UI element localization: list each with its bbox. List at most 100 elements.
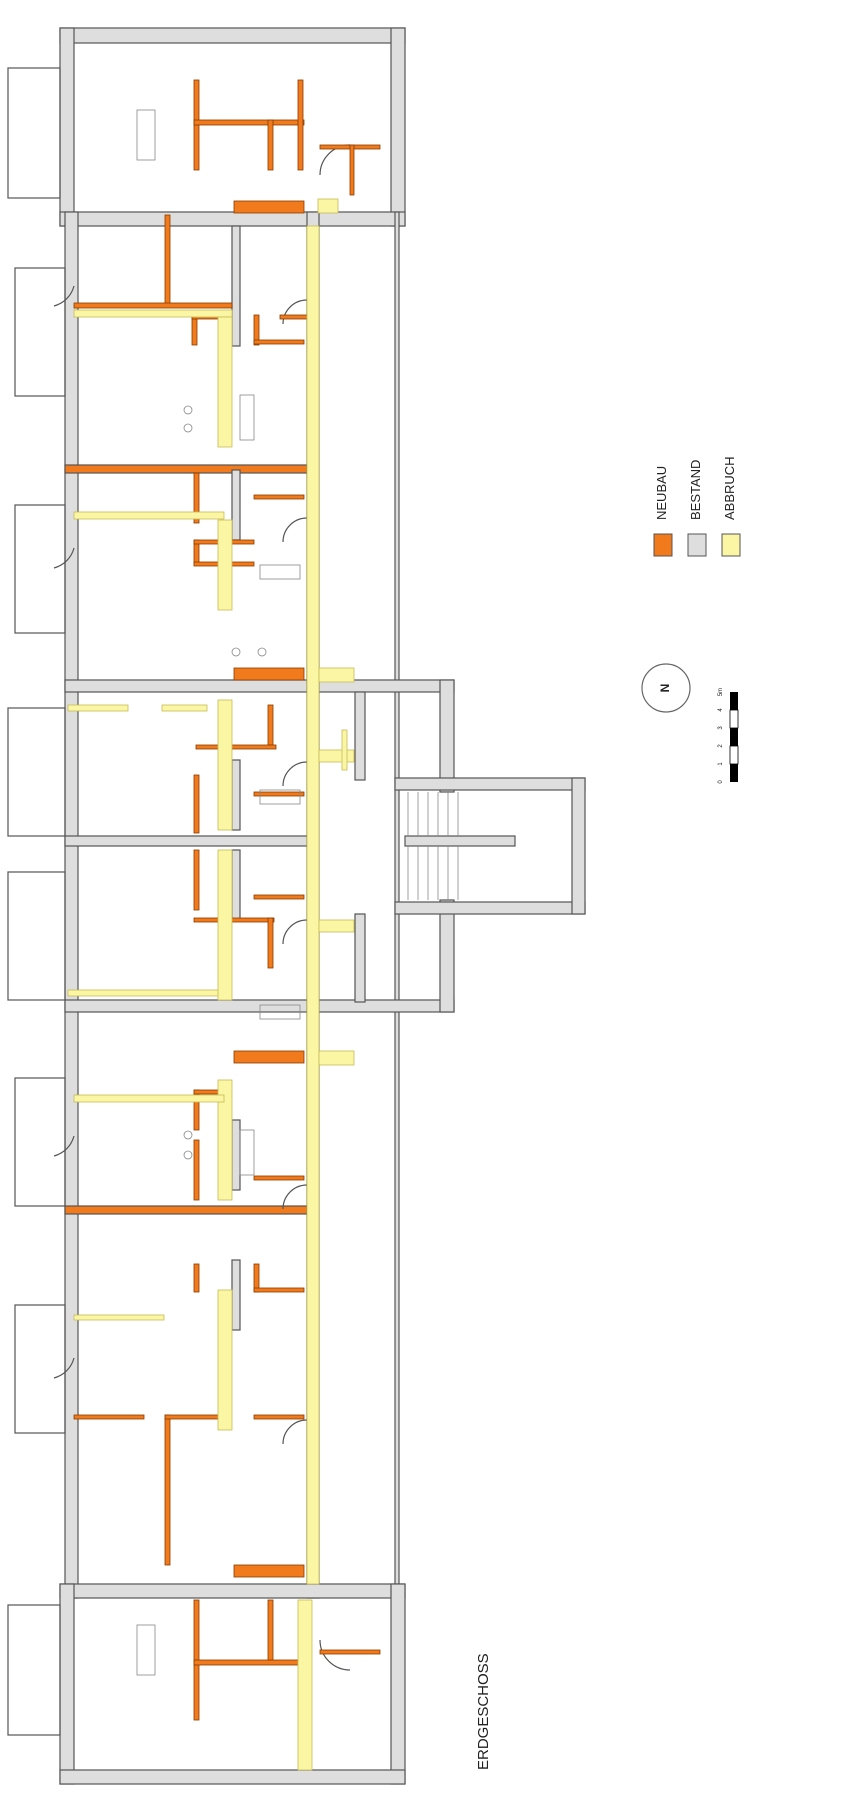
neubau-u6-e — [73, 1414, 145, 1420]
fixture-shower-3 — [259, 789, 301, 805]
abbruch-6 — [306, 225, 320, 1585]
door-arc-10 — [282, 1419, 308, 1445]
door-arc-9 — [282, 1184, 308, 1210]
wing-room-wall-upper — [354, 691, 366, 781]
wall-stair-east — [571, 777, 586, 915]
door-arc-7 — [282, 761, 308, 787]
wall-top-east — [390, 27, 406, 227]
scale-seg-3 — [729, 709, 739, 729]
wall-stair-south — [394, 901, 586, 915]
neubau-bot-d — [319, 1649, 381, 1655]
balcony-6 — [14, 1077, 66, 1207]
neubau-top-d — [267, 119, 274, 171]
neubau-u6-d — [253, 1414, 305, 1420]
wall-wing-south — [318, 999, 455, 1013]
neubau-u2-a — [193, 472, 200, 524]
fixture-shower-2 — [259, 1004, 301, 1020]
wing-room-wall-lower — [354, 913, 366, 1003]
spine-1 — [231, 225, 241, 347]
door-arc-6 — [282, 517, 308, 543]
legend-swatch-abbruch — [721, 533, 741, 557]
wall-bottom-west — [59, 1583, 75, 1785]
fixtures — [136, 109, 301, 1676]
scale-bar: 0 1 2 3 4 5m — [718, 688, 739, 784]
abbruch-20 — [318, 919, 355, 933]
spine-3 — [231, 759, 241, 831]
balcony-7 — [14, 1304, 66, 1434]
neubau-top-f — [349, 144, 355, 196]
wall-top-south — [59, 211, 406, 227]
legend-swatch-neubau — [653, 533, 673, 557]
neubau-bot-b — [193, 1659, 305, 1666]
scale-tick-4: 4 — [718, 708, 724, 712]
neubau-u1-b — [73, 302, 233, 309]
bestand-walls — [59, 27, 586, 1785]
abbruch-16 — [73, 1094, 225, 1103]
partition-4 — [64, 999, 308, 1013]
legend-label-neubau: NEUBAU — [654, 466, 669, 520]
neubau-4 — [233, 1564, 305, 1578]
abbruch-21 — [341, 729, 348, 771]
wall-top-west — [59, 27, 75, 227]
north-circle — [641, 663, 691, 713]
neubau-top-b — [193, 119, 305, 126]
north-arrow: N — [641, 663, 691, 713]
neubau-u1-c — [279, 314, 309, 320]
stair-flight — [407, 792, 459, 900]
partition-1 — [64, 464, 308, 474]
fixture-sink-5 — [183, 1130, 193, 1140]
neubau-u3-b — [195, 744, 277, 750]
wall-wing-upper-east — [439, 679, 455, 793]
neubau-u6-c — [253, 1287, 305, 1293]
neubau-u6-a — [193, 1263, 200, 1293]
neubau-u1-g — [253, 339, 305, 345]
neubau-bot-c — [267, 1599, 274, 1661]
scale-seg-4 — [730, 692, 738, 710]
abbruch-13 — [217, 849, 233, 1001]
door-arc-2 — [53, 547, 75, 569]
abbruch-14 — [217, 1079, 233, 1201]
abbruch-4 — [217, 316, 233, 448]
neubau-u5-c — [193, 1139, 200, 1201]
balcony-8 — [7, 1604, 61, 1736]
abbruch-5 — [217, 519, 233, 611]
abbruch-walls — [67, 198, 355, 1771]
partition-3 — [64, 835, 308, 847]
balcony-5 — [7, 871, 66, 1001]
spine-6 — [231, 1259, 241, 1331]
wall-top-north — [59, 27, 406, 44]
scale-tick-2: 2 — [718, 744, 724, 748]
spine-4 — [231, 849, 241, 921]
abbruch-9 — [67, 704, 129, 712]
fixture-sink-1 — [183, 405, 193, 415]
abbruch-11 — [67, 989, 227, 997]
spine-2 — [231, 469, 241, 541]
fixture-kitchen-1 — [239, 394, 255, 441]
fixture-bed-top — [136, 109, 156, 161]
abbruch-18 — [297, 1599, 313, 1771]
balcony-1 — [7, 67, 61, 199]
neubau-3 — [233, 1050, 305, 1064]
fixture-sink-6 — [183, 1150, 193, 1160]
door-arc-8 — [282, 919, 308, 945]
balcony-3 — [14, 504, 66, 634]
fixture-sink-4 — [257, 647, 267, 657]
neubau-u6-f — [164, 1414, 171, 1566]
abbruch-19 — [318, 749, 355, 763]
scale-seg-0 — [730, 764, 738, 782]
fixture-sink-2 — [183, 423, 193, 433]
door-arc-1 — [53, 285, 75, 307]
spine-5 — [231, 1119, 241, 1191]
neubau-u1-a — [164, 214, 171, 306]
abbruch-17 — [73, 1314, 165, 1321]
balconies — [7, 67, 459, 1736]
neubau-2 — [233, 667, 305, 681]
door-arc-11 — [319, 144, 351, 176]
abbruch-12 — [217, 699, 233, 831]
scale-tick-0: 0 — [718, 780, 724, 784]
north-label: N — [658, 684, 672, 693]
wall-bottom-south — [59, 1769, 406, 1785]
door-arc-5 — [282, 299, 308, 325]
abbruch-15 — [217, 1289, 233, 1431]
